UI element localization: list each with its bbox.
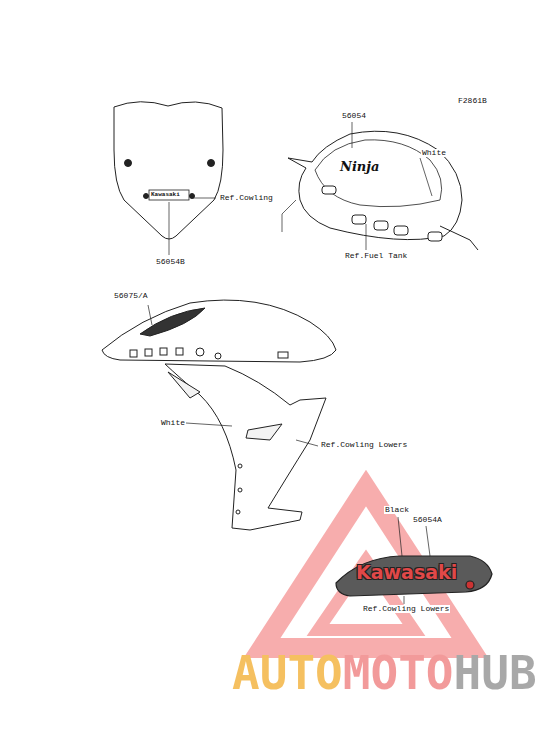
logo-text: Ninja: [340, 160, 379, 173]
reference-note: Ref.Fuel Tank: [344, 252, 408, 260]
color-note: Black: [384, 506, 410, 514]
reference-note: Ref.Cowling Lowers: [320, 441, 408, 449]
windshield: [114, 102, 223, 255]
watermark: AUTOMOTOHUB: [232, 650, 537, 696]
callout-number: 56075/A: [113, 292, 149, 300]
logo-text: Kawasaki: [356, 563, 457, 582]
lower-decal: [336, 517, 492, 604]
color-note: White: [421, 149, 447, 157]
reference-note: Ref.Cowling Lowers: [362, 605, 450, 613]
cowling-panel: [165, 364, 326, 530]
reference-note: Ref.Cowling: [219, 194, 274, 202]
logo-text: Kawasaki: [151, 192, 180, 198]
callout-number: 56054A: [412, 516, 443, 524]
fuel-tank: [282, 122, 478, 250]
color-note: White: [160, 419, 186, 427]
callout-number: 56054B: [155, 258, 186, 266]
upper-cowling: [102, 300, 336, 362]
callout-number: 56054: [342, 112, 366, 120]
figure-code: F2861B: [458, 97, 487, 105]
